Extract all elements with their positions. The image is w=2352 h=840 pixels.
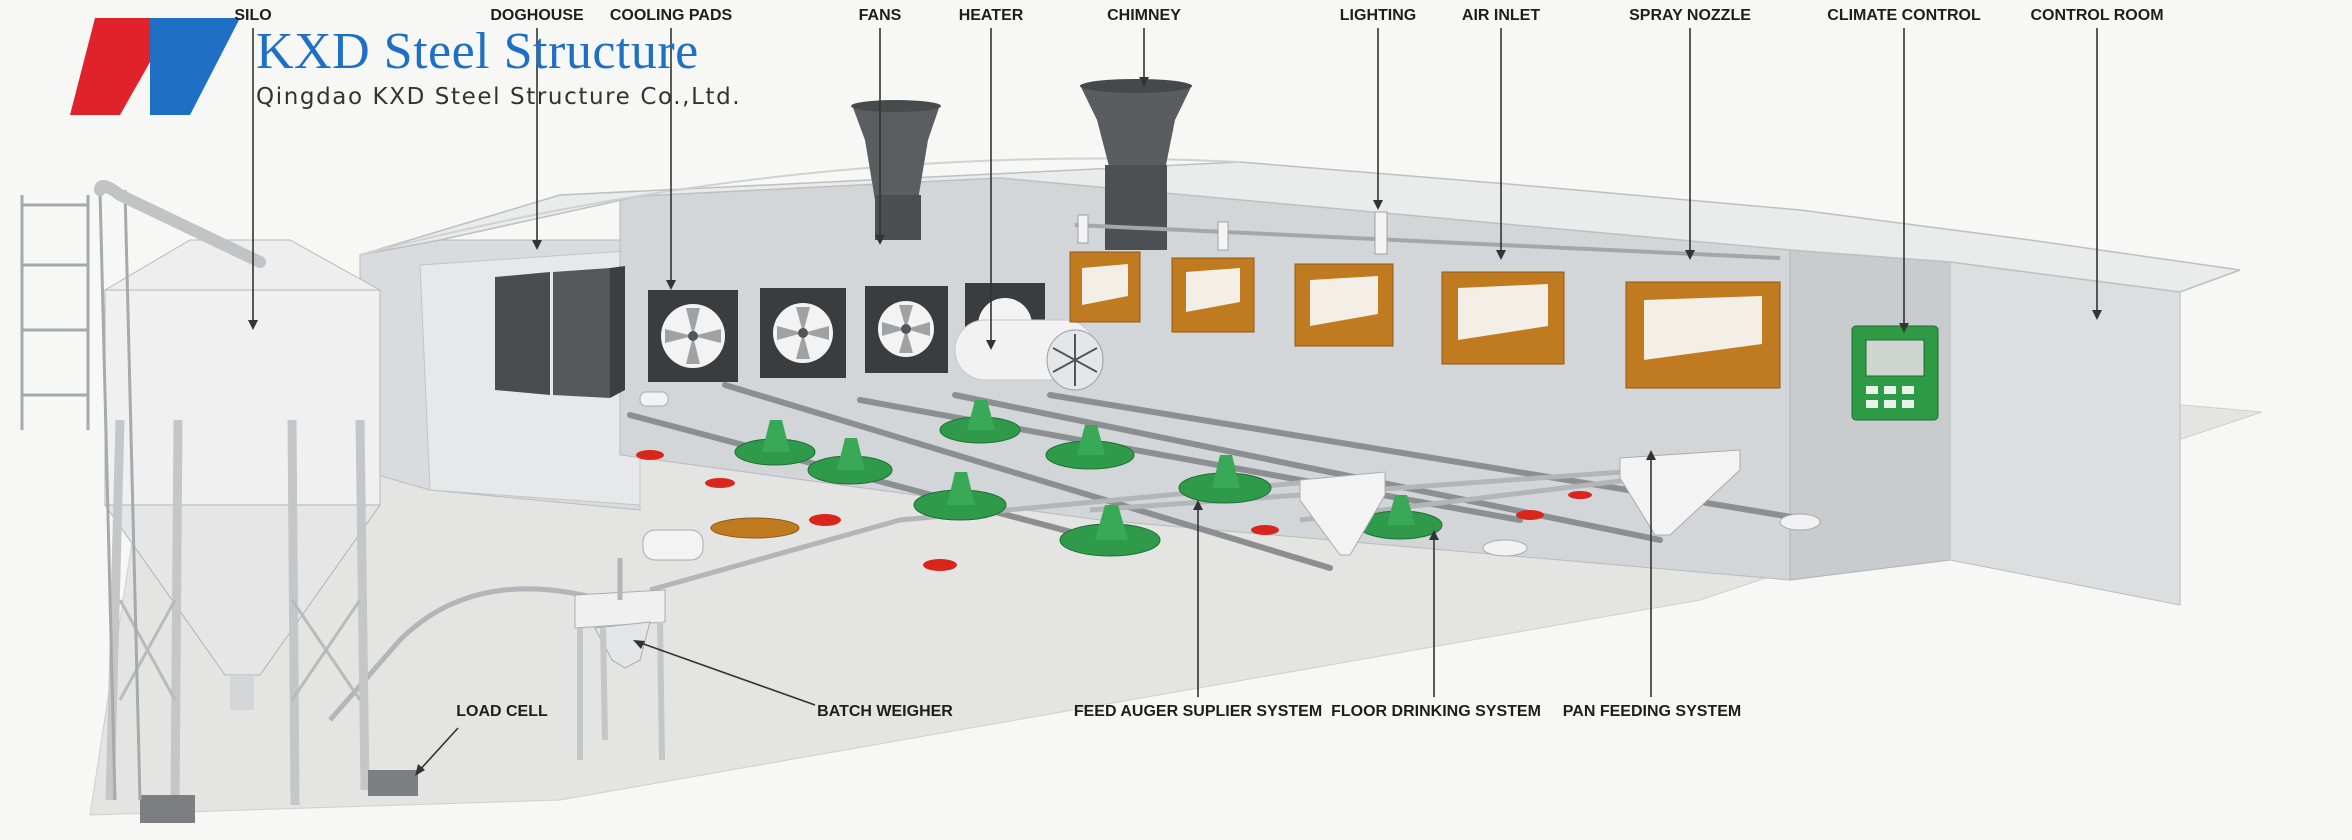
drinker-cups <box>636 450 1592 571</box>
fan-3 <box>865 286 948 373</box>
lighting-pipe <box>1074 223 1781 260</box>
cooling-pad-1 <box>495 272 550 395</box>
leader-arrowheads <box>248 77 2102 776</box>
air-inlet-3 <box>1294 263 1394 347</box>
label-load-cell: LOAD CELL <box>456 703 548 720</box>
label-silo: SILO <box>234 7 272 24</box>
cooling-pad-2 <box>553 268 610 398</box>
silo-ladder <box>20 189 142 801</box>
label-batch-weigher: BATCH WEIGHER <box>817 703 953 720</box>
label-cooling-pads: COOLING PADS <box>609 7 733 24</box>
batch-weigher-unit <box>574 529 704 761</box>
pan-feeding-hoppers <box>1299 449 1741 556</box>
label-spray-nozzle: SPRAY NOZZLE <box>1629 7 1751 24</box>
label-fans: FANS <box>858 7 902 24</box>
kxd-logo-mark <box>70 18 240 115</box>
label-floor-drinking: FLOOR DRINKING SYSTEM <box>1331 703 1541 720</box>
label-climate-control: CLIMATE CONTROL <box>1827 7 1981 24</box>
silo <box>103 239 418 823</box>
control-room <box>1949 259 2181 606</box>
light-fixtures <box>1077 211 1388 255</box>
label-doghouse: DOGHOUSE <box>490 7 584 24</box>
label-air-inlet: AIR INLET <box>1461 7 1541 24</box>
label-lighting: LIGHTING <box>1339 7 1417 24</box>
label-heater: HEATER <box>958 7 1024 24</box>
roof <box>359 161 2241 293</box>
fan-exhaust <box>851 100 941 240</box>
round-tray <box>710 517 800 539</box>
heater <box>954 319 1104 391</box>
brand-subtitle: Qingdao KXD Steel Structure Co.,Ltd. <box>256 84 742 110</box>
label-control-room: CONTROL ROOM <box>2030 7 2164 24</box>
leader-lines <box>252 28 2098 773</box>
label-chimney: CHIMNEY <box>1107 7 1181 24</box>
climate-controller <box>1851 325 1939 421</box>
pipe-end-caps <box>639 391 1821 557</box>
air-inlet-5 <box>1625 281 1781 389</box>
air-inlet-2 <box>1171 257 1255 333</box>
label-feed-auger: FEED AUGER SUPLIER SYSTEM <box>1073 703 1323 720</box>
fan-2 <box>760 288 846 378</box>
air-inlet-4 <box>1441 271 1565 365</box>
silo-feed-pipe <box>94 180 266 268</box>
brand-title: KXD Steel Structure <box>256 23 699 80</box>
pan-feeder-hoppers <box>762 400 1415 540</box>
label-pan-feeding: PAN FEEDING SYSTEM <box>1562 703 1742 720</box>
chimney <box>1080 79 1192 250</box>
fan-1 <box>648 290 738 382</box>
air-inlet-1 <box>1069 251 1141 323</box>
